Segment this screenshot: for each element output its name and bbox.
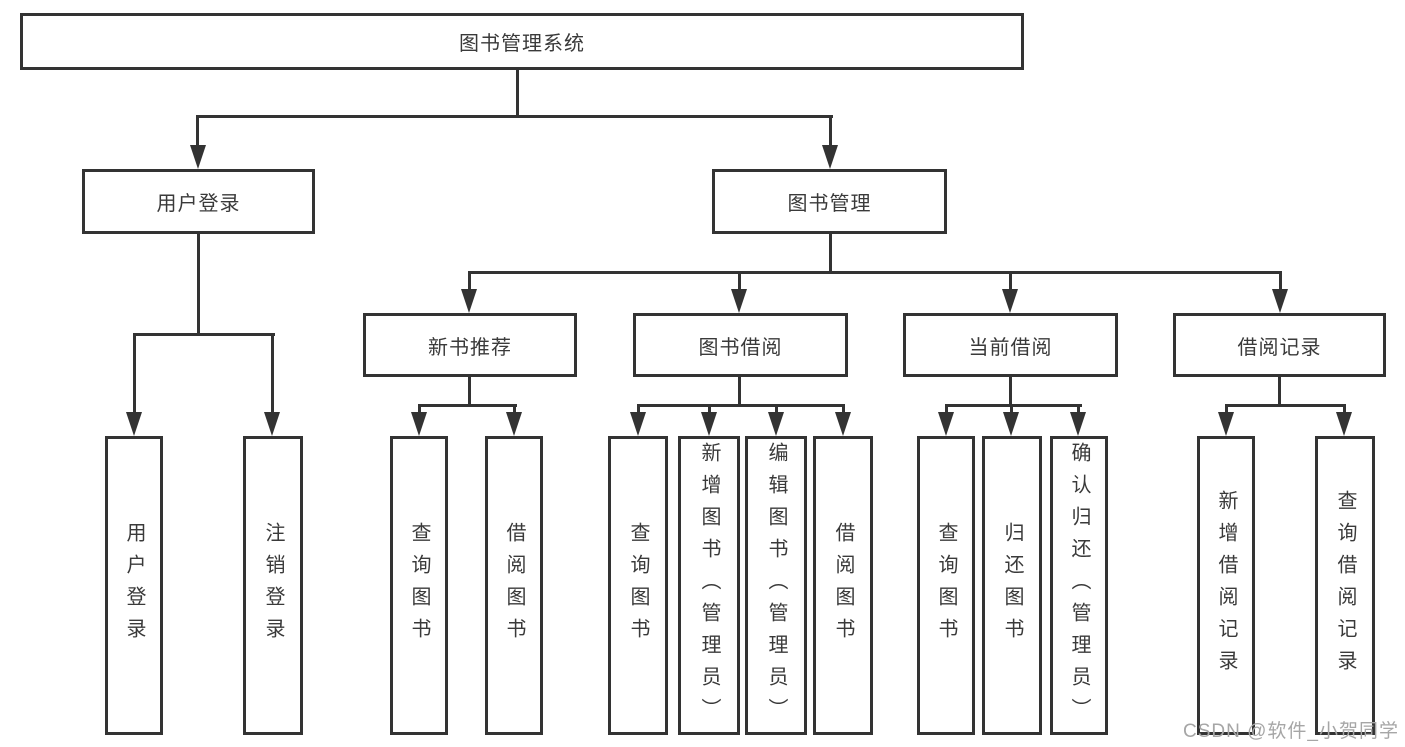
node-label: 借阅图书	[832, 521, 854, 650]
node-label: 图书借阅	[698, 336, 783, 359]
connector-line	[708, 404, 711, 414]
arrow-down-icon	[506, 412, 522, 436]
arrow-down-icon	[1272, 289, 1288, 313]
arrow-down-icon	[731, 289, 747, 313]
leaf-confirm-return-admin: 确认归还（管理员）	[1050, 436, 1108, 735]
arrow-down-icon	[264, 412, 280, 436]
leaf-add-books-admin: 新增图书（管理员）	[678, 436, 740, 735]
arrow-down-icon	[190, 145, 206, 169]
connector-line	[516, 70, 519, 118]
connector-line	[513, 404, 516, 414]
node-label: 注销登录	[262, 521, 284, 650]
leaf-user-login: 用户登录	[105, 436, 163, 735]
connector-line	[1278, 376, 1281, 406]
connector-line	[945, 404, 948, 414]
connector-line	[637, 404, 845, 407]
node-label: 查询图书	[935, 521, 957, 650]
connector-line	[1009, 376, 1012, 406]
leaf-return-books: 归还图书	[982, 436, 1042, 735]
connector-line	[1343, 404, 1346, 414]
node-label: 确认归还（管理员）	[1068, 441, 1090, 730]
arrow-down-icon	[1336, 412, 1352, 436]
node-label: 图书管理系统	[459, 33, 585, 55]
node-label: 归还图书	[1001, 521, 1023, 650]
connector-line	[829, 115, 832, 146]
node-label: 用户登录	[156, 193, 241, 215]
connector-line	[1225, 404, 1346, 407]
connector-line	[1279, 271, 1282, 292]
leaf-logout: 注销登录	[243, 436, 303, 735]
connector-line	[829, 234, 832, 274]
arrow-down-icon	[835, 412, 851, 436]
connector-line	[196, 115, 833, 118]
arrow-down-icon	[461, 289, 477, 313]
arrow-down-icon	[768, 412, 784, 436]
node-new-book-recommend: 新书推荐	[363, 313, 577, 377]
leaf-query-borrow-record: 查询借阅记录	[1315, 436, 1375, 735]
node-book-management: 图书管理	[712, 169, 947, 234]
arrow-down-icon	[630, 412, 646, 436]
arrow-down-icon	[938, 412, 954, 436]
arrow-down-icon	[1002, 289, 1018, 313]
node-label: 新书推荐	[428, 336, 512, 359]
leaf-borrow-books-recommend: 借阅图书	[485, 436, 543, 735]
node-user-login-branch: 用户登录	[82, 169, 315, 234]
node-label: 图书管理	[787, 193, 872, 215]
node-borrowing-records: 借阅记录	[1173, 313, 1386, 377]
arrow-down-icon	[822, 145, 838, 169]
node-label: 新增借阅记录	[1215, 489, 1237, 682]
node-current-borrowing: 当前借阅	[903, 313, 1118, 377]
node-label: 新增图书（管理员）	[698, 441, 720, 730]
arrow-down-icon	[1003, 412, 1019, 436]
connector-line	[468, 376, 471, 406]
connector-line	[418, 404, 421, 414]
arrow-down-icon	[411, 412, 427, 436]
connector-line	[637, 404, 640, 414]
connector-line	[945, 404, 1082, 407]
connector-line	[1225, 404, 1228, 414]
connector-line	[197, 234, 200, 334]
connector-line	[1010, 404, 1013, 414]
node-label: 用户登录	[123, 521, 145, 650]
connector-line	[196, 115, 199, 146]
node-library-management-system: 图书管理系统	[20, 13, 1024, 70]
node-label: 查询图书	[627, 521, 649, 650]
node-book-borrowing: 图书借阅	[633, 313, 848, 377]
node-label: 借阅图书	[503, 521, 525, 650]
leaf-add-borrow-record: 新增借阅记录	[1197, 436, 1255, 735]
connector-line	[133, 333, 275, 336]
leaf-borrow-books-borrowing: 借阅图书	[813, 436, 873, 735]
node-label: 借阅记录	[1237, 336, 1322, 359]
leaf-query-books-recommend: 查询图书	[390, 436, 448, 735]
connector-line	[468, 271, 1282, 274]
arrow-down-icon	[1218, 412, 1234, 436]
connector-line	[418, 404, 517, 407]
node-label: 编辑图书（管理员）	[765, 441, 787, 730]
connector-line	[133, 333, 136, 413]
connector-line	[271, 333, 274, 413]
connector-line	[775, 404, 778, 414]
leaf-query-books-borrowing: 查询图书	[608, 436, 668, 735]
node-label: 查询借阅记录	[1334, 489, 1356, 682]
leaf-query-books-current: 查询图书	[917, 436, 975, 735]
node-label: 查询图书	[408, 521, 430, 650]
leaf-edit-books-admin: 编辑图书（管理员）	[745, 436, 807, 735]
watermark: CSDN @软件_小贺同学	[1183, 721, 1399, 742]
connector-line	[468, 271, 471, 292]
arrow-down-icon	[1070, 412, 1086, 436]
node-label: 当前借阅	[968, 336, 1053, 359]
connector-line	[1077, 404, 1080, 414]
arrow-down-icon	[701, 412, 717, 436]
arrow-down-icon	[126, 412, 142, 436]
connector-line	[842, 404, 845, 414]
connector-line	[1009, 271, 1012, 292]
connector-line	[738, 271, 741, 292]
connector-line	[738, 376, 741, 406]
